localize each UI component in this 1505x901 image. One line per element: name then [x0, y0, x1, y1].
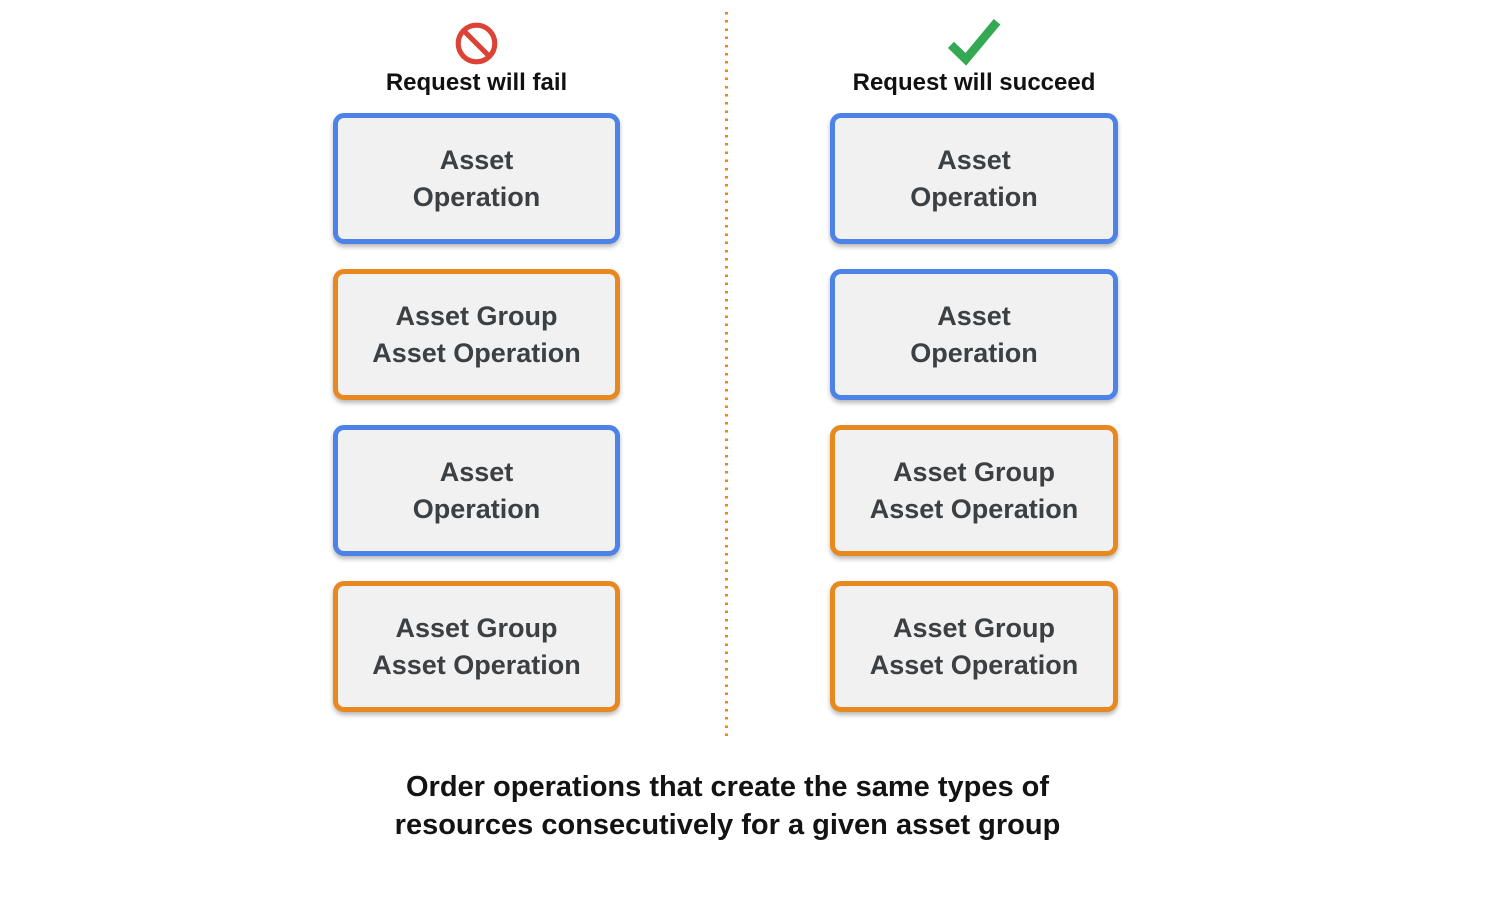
flow-box-label: Asset Operation — [910, 300, 1038, 368]
flow-box-label: Asset Operation — [910, 144, 1038, 212]
flow-box-fail-4: Asset Group Asset Operation — [333, 581, 620, 712]
flow-box-label: Asset Group Asset Operation — [869, 456, 1079, 524]
flow-box-succeed-1: Asset Operation — [830, 113, 1118, 244]
flow-box-label: Asset Operation — [412, 456, 541, 524]
fail-column-title: Request will fail — [385, 69, 568, 96]
dotted-divider — [725, 12, 728, 738]
flow-box-succeed-3: Asset Group Asset Operation — [830, 425, 1118, 556]
prohibition-icon — [454, 16, 499, 66]
caption: Order operations that create the same ty… — [394, 771, 1061, 841]
check-icon — [945, 16, 1003, 66]
flow-box-fail-3: Asset Operation — [333, 425, 620, 556]
flow-box-succeed-2: Asset Operation — [830, 269, 1118, 400]
flow-box-label: Asset Group Asset Operation — [869, 612, 1079, 680]
flow-box-fail-2: Asset Group Asset Operation — [333, 269, 620, 400]
flow-box-fail-1: Asset Operation — [333, 113, 620, 244]
flow-box-label: Asset Group Asset Operation — [372, 612, 581, 680]
flow-box-succeed-4: Asset Group Asset Operation — [830, 581, 1118, 712]
flow-box-label: Asset Group Asset Operation — [372, 300, 581, 368]
succeed-box-stack: Asset Operation Asset Operation Asset Gr… — [830, 113, 1118, 712]
fail-column: Request will fail Asset Operation Asset … — [333, 0, 620, 712]
flow-box-label: Asset Operation — [412, 144, 541, 212]
fail-box-stack: Asset Operation Asset Group Asset Operat… — [333, 113, 620, 712]
succeed-column: Request will succeed Asset Operation Ass… — [830, 0, 1118, 712]
succeed-column-title: Request will succeed — [852, 69, 1096, 96]
